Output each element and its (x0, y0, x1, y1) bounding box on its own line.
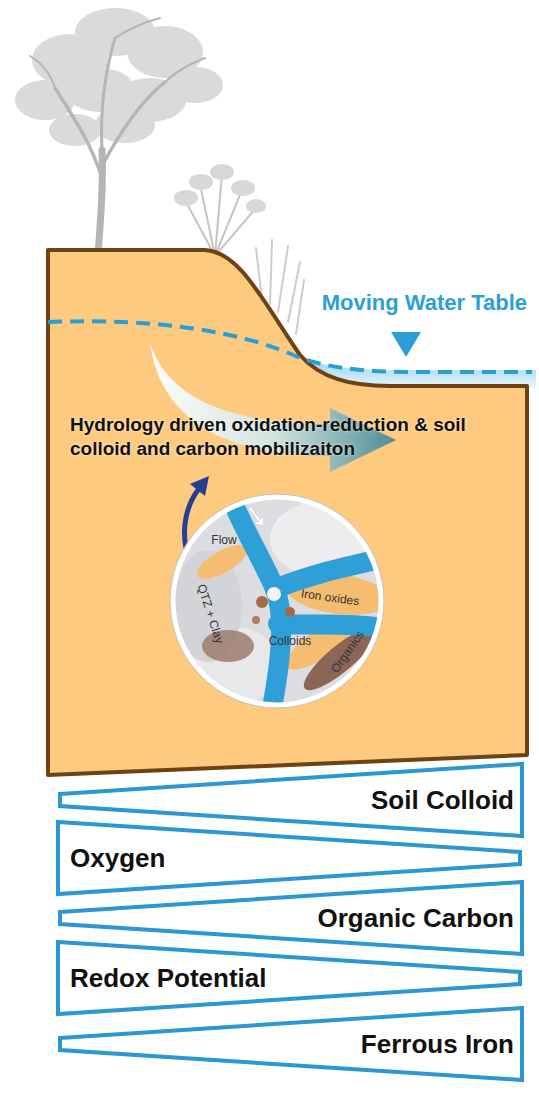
process-heading: Hydrology driven oxidation-reduction & s… (70, 413, 522, 461)
reed (296, 280, 304, 334)
arrowhead (190, 476, 209, 496)
pore-channel (275, 558, 384, 589)
tree-branch (55, 88, 102, 178)
flow-tick (250, 508, 262, 524)
inset-border (173, 497, 381, 705)
pore-channel (278, 624, 384, 628)
reed (278, 246, 288, 312)
colloid-particle (256, 596, 268, 608)
wedge-outline (60, 882, 522, 954)
wedge-outline (60, 1008, 522, 1080)
shrub-leaves (174, 164, 266, 213)
shrub-stem (200, 184, 215, 256)
shrub-stem (215, 190, 242, 256)
gradient-label: Organic Carbon (318, 904, 514, 933)
gradient-label: Ferrous Iron (361, 1030, 514, 1059)
tree-branch (102, 38, 115, 150)
shrub-stem (215, 208, 256, 256)
leaf-cluster (189, 174, 213, 190)
leaf-cluster (210, 164, 234, 180)
tree-branch (165, 58, 205, 82)
water-table-line (48, 321, 532, 372)
colloid-particle (267, 587, 281, 601)
gradient-label: Oxygen (70, 844, 165, 873)
leaf-cluster (174, 190, 198, 206)
pore-channel (230, 494, 384, 708)
colloid-particle (252, 616, 260, 624)
leaf-cluster (231, 180, 255, 196)
gradient-label: Soil Colloid (371, 786, 514, 815)
tree-branch (30, 56, 55, 88)
gradient-label: Redox Potential (70, 964, 266, 993)
gradient-wedge: Redox Potential (58, 940, 522, 1016)
soil-profile: Hydrology driven oxidation-reduction & s… (48, 250, 527, 775)
pore-inset-circle: FlowIron oxidesQTZ + ClayColloidsOrganic… (170, 494, 384, 708)
colloid-particle (285, 607, 295, 617)
tree-branches (30, 18, 205, 256)
pore-channel (230, 494, 281, 708)
reed (270, 240, 272, 304)
leaf-cluster (246, 199, 266, 213)
wedge-outline (58, 822, 520, 894)
inset-border (170, 494, 384, 708)
tree-foliage (15, 8, 223, 146)
tree-branch (102, 82, 165, 166)
shrub-stem (185, 200, 215, 256)
tree-branch (115, 18, 160, 38)
colloid-label: Colloids (269, 635, 312, 648)
wedge-outline (58, 942, 520, 1014)
water-table-symbol (391, 332, 421, 357)
gradient-wedge: Ferrous Iron (58, 1006, 522, 1082)
water-table-label: Moving Water Table (322, 290, 527, 316)
shrub (185, 174, 256, 256)
soil-block (48, 250, 527, 775)
flow-label: Flow (211, 534, 236, 547)
